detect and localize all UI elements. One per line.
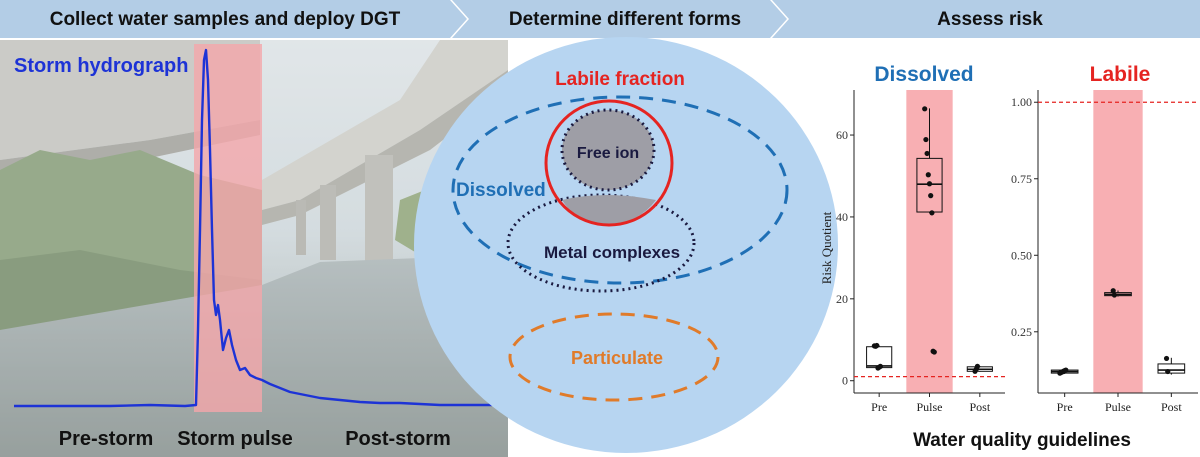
bridge-pillar bbox=[296, 200, 306, 255]
labile-data-point bbox=[1063, 367, 1069, 373]
storm-hydrograph-line bbox=[14, 48, 492, 408]
header-step-1-arrow bbox=[0, 0, 467, 38]
dissolved-data-point bbox=[931, 349, 937, 355]
dissolved-data-point bbox=[928, 193, 934, 199]
dissolved-data-point bbox=[925, 172, 931, 178]
dissolved-label: Dissolved bbox=[456, 180, 546, 201]
dissolved-data-point bbox=[926, 181, 933, 187]
metal-complexes-ellipse bbox=[506, 193, 696, 293]
dissolved-data-point bbox=[924, 150, 930, 157]
particulate-label: Particulate bbox=[571, 348, 663, 368]
labile-data-point bbox=[1165, 368, 1171, 375]
free-ion-label: Free ion bbox=[577, 145, 639, 162]
total-metal-circle bbox=[414, 37, 838, 453]
dissolved-chart-title: Dissolved bbox=[874, 63, 973, 86]
storm-pulse-band bbox=[194, 44, 262, 412]
particulate-ellipse bbox=[508, 312, 720, 402]
dissolved-data-point bbox=[923, 136, 929, 143]
labile-x-tick-label: Post bbox=[1161, 400, 1182, 414]
labile-fraction-label: Labile fraction bbox=[555, 69, 685, 90]
dissolved-data-point bbox=[877, 363, 883, 369]
dissolved-data-point bbox=[974, 363, 981, 369]
risk-panel: Dissolved Labile Risk Quotient 0 20 40 60Pr… bbox=[819, 63, 1198, 451]
speciation-diagram: Labile fraction Dissolved Free ion Metal… bbox=[414, 37, 838, 453]
labile-y-tick-label: 0.75 bbox=[1011, 172, 1032, 186]
phase-storm-pulse-label: Storm pulse bbox=[177, 428, 293, 450]
dissolved-y-tick-label: 0 bbox=[842, 374, 848, 388]
labile-y-tick-label: 1.00 bbox=[1011, 95, 1032, 109]
labile-circle bbox=[544, 99, 674, 227]
dissolved-ellipse bbox=[451, 95, 789, 285]
labile-data-point bbox=[1163, 355, 1170, 362]
labile-pulse-band bbox=[1093, 90, 1143, 393]
labile-data-point bbox=[1110, 288, 1116, 294]
metal-complexes-label: Metal complexes bbox=[544, 243, 680, 262]
labile-data-point bbox=[1111, 292, 1117, 298]
header-step-1-label: Collect water samples and deploy DGT bbox=[50, 9, 401, 30]
dissolved-data-point bbox=[874, 342, 880, 349]
labile-x-tick-label: Pulse bbox=[1105, 400, 1131, 414]
header-step-3-arrow bbox=[772, 0, 1200, 38]
y-axis-label: Risk Quotient bbox=[819, 211, 834, 284]
water-quality-guidelines-label: Water quality guidelines bbox=[913, 430, 1131, 451]
header-step-3-label: Assess risk bbox=[937, 9, 1043, 30]
phase-post-storm-label: Post-storm bbox=[345, 428, 451, 450]
bridge-pillar bbox=[320, 185, 336, 260]
dissolved-y-tick-label: 40 bbox=[836, 210, 848, 224]
header-step-2-label: Determine different forms bbox=[509, 9, 741, 30]
dissolved-x-tick-label: Pre bbox=[871, 400, 887, 414]
header-arrow-bar: Collect water samples and deploy DGT Det… bbox=[0, 0, 1200, 38]
labile-complex-overlap bbox=[562, 195, 656, 226]
dissolved-data-point bbox=[922, 106, 928, 112]
hydrograph-label: Storm hydrograph bbox=[14, 55, 188, 77]
dissolved-y-tick-label: 20 bbox=[836, 292, 848, 306]
dissolved-y-tick-label: 60 bbox=[836, 128, 848, 142]
bridge-pillar bbox=[365, 155, 393, 270]
phase-pre-storm-label: Pre-storm bbox=[59, 428, 153, 450]
labile-box bbox=[1157, 363, 1186, 374]
dissolved-data-point bbox=[929, 210, 935, 216]
labile-x-tick-label: Pre bbox=[1057, 400, 1073, 414]
header-step-2-arrow bbox=[452, 0, 787, 38]
labile-y-tick-label: 0.50 bbox=[1011, 248, 1032, 262]
labile-y-tick-label: 0.25 bbox=[1011, 325, 1032, 339]
dissolved-x-tick-label: Pulse bbox=[916, 400, 942, 414]
dissolved-x-tick-label: Post bbox=[969, 400, 990, 414]
labile-chart-title: Labile bbox=[1090, 63, 1151, 86]
free-ion-ellipse bbox=[560, 108, 656, 192]
bridge-right bbox=[262, 40, 508, 210]
